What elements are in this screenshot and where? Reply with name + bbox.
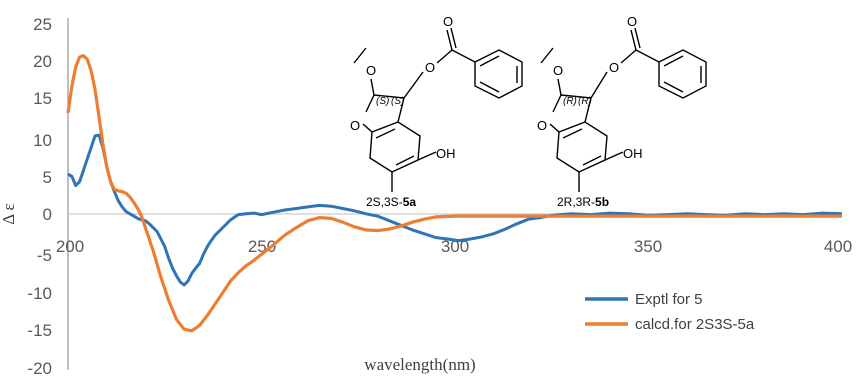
bond: [604, 151, 624, 161]
bond: [540, 47, 554, 64]
bond: [630, 29, 637, 51]
bond: [362, 123, 373, 133]
bond: [365, 94, 375, 113]
legend-label-exptl: Exptl for 5: [635, 291, 703, 308]
series-line-exptl: [67, 133, 843, 287]
bond: [370, 78, 375, 96]
legend: Exptl for 5 calcd.for 2S3S-5a: [585, 291, 755, 333]
y-tick-label: 20: [33, 52, 52, 71]
phenyl-ring: [658, 49, 707, 99]
structure-5b: O O OH O O (R) (R) 2R,3R-5b: [537, 14, 707, 209]
bond: [560, 94, 592, 99]
legend-label-calcd: calcd.for 2S3S-5a: [635, 316, 755, 333]
y-tick-label: 0: [43, 205, 52, 224]
stereo-descriptor: (R): [563, 96, 577, 107]
bond: [634, 27, 641, 49]
stereo-descriptor: (S): [376, 96, 389, 107]
y-tick-label: 10: [33, 131, 52, 150]
compound-label-5b: 2R,3R-5b: [557, 195, 609, 209]
y-tick-label: 5: [43, 168, 52, 187]
y-tick-label: -10: [27, 284, 52, 303]
bond: [582, 155, 602, 166]
bond: [562, 128, 583, 139]
x-tick-label: 200: [56, 237, 84, 256]
bond: [663, 81, 684, 93]
bond: [663, 55, 684, 67]
ester-oxygen-label: O: [425, 60, 435, 75]
ring-oxygen-label: O: [350, 118, 360, 133]
bond: [373, 94, 405, 99]
y-tick-labels: 25 20 15 10 5 0 -5 -10 -15 -20: [27, 15, 52, 376]
bond: [375, 128, 396, 139]
methoxy-oxygen-label: O: [553, 63, 563, 78]
stereo-descriptor: (R): [578, 96, 592, 107]
bond: [446, 29, 453, 51]
carbonyl-oxygen-label: O: [443, 14, 453, 29]
x-tick-label: 300: [441, 237, 469, 256]
series-line-calcd: [66, 54, 842, 333]
structure-5a: O O OH O O (S) (S) 2S,3S-5a: [350, 14, 523, 209]
x-tick-label: 250: [248, 237, 276, 256]
y-tick-label: -20: [27, 359, 52, 376]
y-tick-label: -15: [27, 321, 52, 340]
hydroxyl-label: OH: [436, 146, 456, 161]
y-tick-label: -5: [37, 246, 52, 265]
bond: [397, 97, 405, 123]
phenyl-ring: [474, 49, 523, 99]
bond: [552, 94, 562, 113]
y-tick-label: 15: [33, 89, 52, 108]
bond: [353, 47, 367, 64]
bond: [620, 49, 637, 64]
bond: [590, 71, 608, 99]
hydroxyl-label: OH: [623, 146, 643, 161]
compound-label-5a: 2S,3S-5a: [366, 195, 416, 209]
stereo-descriptor: (S): [391, 96, 404, 107]
y-tick-label: 25: [33, 15, 52, 34]
bond: [403, 71, 424, 99]
x-tick-labels: 200 250 300 350 400: [56, 237, 852, 256]
y-axis-title: Δ ε: [0, 203, 18, 224]
bond: [479, 55, 500, 67]
ring-oxygen-label: O: [537, 118, 547, 133]
x-tick-label: 400: [824, 237, 852, 256]
bond: [584, 97, 592, 123]
ester-oxygen-label: O: [609, 60, 619, 75]
methoxy-oxygen-label: O: [366, 63, 376, 78]
carbonyl-oxygen-label: O: [627, 14, 637, 29]
bond: [557, 78, 562, 96]
bond: [436, 49, 453, 64]
bond: [450, 27, 457, 49]
bond: [549, 123, 560, 133]
bond: [417, 151, 437, 161]
bond: [451, 49, 476, 63]
x-tick-label: 350: [634, 237, 662, 256]
x-axis-title: wavelength(nm): [364, 355, 475, 374]
bond: [479, 81, 500, 93]
bond: [635, 49, 660, 63]
bond: [395, 155, 415, 166]
